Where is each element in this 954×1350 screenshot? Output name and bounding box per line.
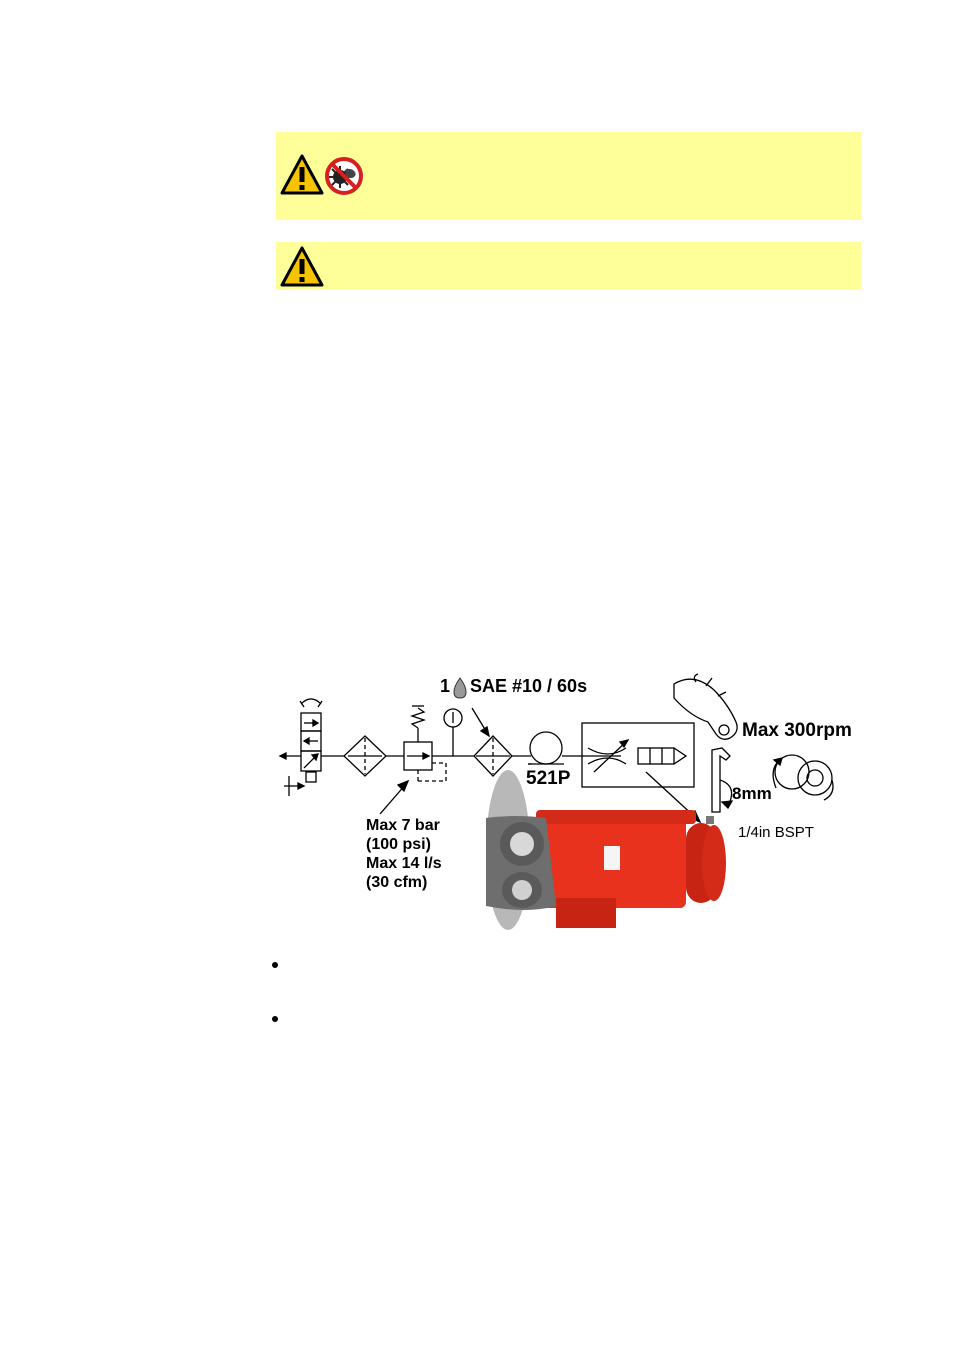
- warning-box-rotating-parts: [276, 132, 861, 220]
- max-speed-label: Max 300rpm: [742, 720, 852, 741]
- hand-illustration: [673, 673, 738, 740]
- pressure-gauge-symbol: [443, 708, 463, 756]
- lubrication-amount-prefix: 1: [440, 676, 451, 696]
- hex-key-size-label: 8mm: [732, 784, 772, 803]
- pneumatic-circuit-schematic: [278, 673, 834, 930]
- flow-line: Max 14 l/s: [366, 855, 442, 872]
- hex-key-illustration: [711, 747, 734, 813]
- shaft-rotation-illustration: [772, 754, 834, 801]
- lubrication-label: SAE #10 / 60s: [470, 676, 588, 696]
- supply-requirements-label: Max 7 bar (100 psi) Max 14 l/s (30 cfm): [366, 816, 442, 892]
- flow-line: (30 cfm): [366, 874, 428, 891]
- list-bullet: [272, 962, 278, 968]
- port-thread-label: 1/4in BSPT: [738, 824, 814, 841]
- air-motor-symbol: [528, 731, 564, 765]
- oil-drop-icon: [453, 677, 467, 699]
- warning-triangle-icon: [280, 154, 324, 195]
- pressure-line: (100 psi): [366, 836, 431, 853]
- valve-symbol: [284, 698, 323, 796]
- warning-box-general: [276, 242, 861, 290]
- filter-symbol: [343, 735, 387, 777]
- list-bullet: [272, 1016, 278, 1022]
- no-hands-in-rotating-parts-icon: [325, 157, 363, 195]
- warning-triangle-icon: [280, 246, 324, 287]
- pressure-line: Max 7 bar: [366, 817, 440, 834]
- motor-model-label: 521P: [526, 768, 571, 789]
- lubricator-symbol: [473, 735, 513, 777]
- pressure-regulator-symbol: [403, 705, 447, 782]
- air-motor-photo: [486, 770, 726, 930]
- installation-diagram: 1 SAE #10 / 60s 521P Max 300rpm 8mm 1/4i…: [276, 668, 866, 938]
- flow-restrictor-box: [581, 722, 695, 788]
